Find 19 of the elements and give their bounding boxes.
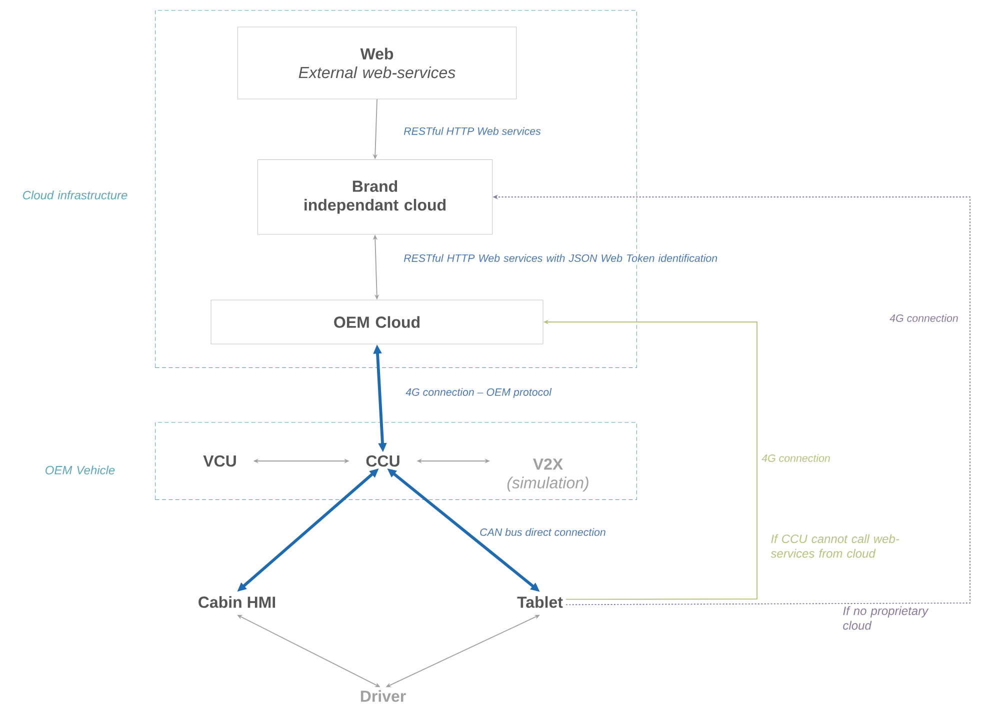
edge-label: RESTful HTTP Web services — [402, 126, 542, 136]
edge-label: 4G connection — [760, 452, 832, 464]
node-label: OEM Vehicle — [46, 466, 115, 474]
node-label: CCU — [366, 455, 400, 467]
note: If no proprietary cloud — [843, 606, 929, 630]
note: If CCU cannot call web-services from cloud — [770, 534, 900, 558]
node-label: Cabin HMI — [198, 596, 276, 608]
node-label: V2X (simulation) — [507, 458, 588, 492]
edge-label: CAN bus direct connection — [478, 526, 608, 538]
process-box: OEM Cloud — [210, 300, 544, 344]
node-label: VCU — [203, 455, 236, 467]
edge-label: RESTful HTTP Web services with JSON Web Token identification — [402, 252, 720, 264]
node-label: Tablet — [517, 596, 563, 608]
process-box: Brand independant cloud — [257, 159, 493, 235]
node-label: Cloud infrastructure — [22, 190, 128, 200]
edge-label: 4G connection — [888, 312, 960, 324]
process-box: Web External web-services — [237, 26, 517, 100]
edge-label: 4G connection – OEM protocol — [404, 386, 553, 400]
node-label: Driver — [360, 690, 406, 702]
